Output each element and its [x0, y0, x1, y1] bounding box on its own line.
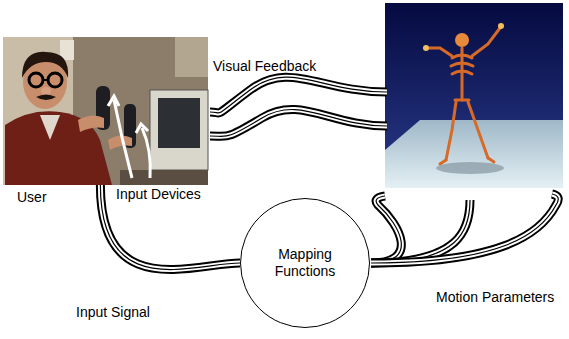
process-circle: Mapping Functions [240, 198, 370, 328]
connector-strand [100, 185, 240, 270]
user-photo [3, 37, 208, 185]
motion-flow [371, 194, 558, 263]
rendered-skeleton [385, 3, 563, 188]
flow-label: Visual Feedback [213, 58, 316, 75]
connector-strand [100, 185, 240, 270]
flow-connector [100, 185, 240, 270]
photo-frame: User [3, 37, 208, 185]
node-label: User [17, 189, 47, 206]
flow-label: Motion Parameters [436, 289, 554, 306]
node-text: Mapping Functions [265, 246, 345, 281]
connector-strand [100, 185, 240, 270]
edge-label: Input Signal [74, 304, 152, 321]
callout-label: Input Devices [116, 186, 201, 203]
feedback-flow [210, 77, 387, 136]
